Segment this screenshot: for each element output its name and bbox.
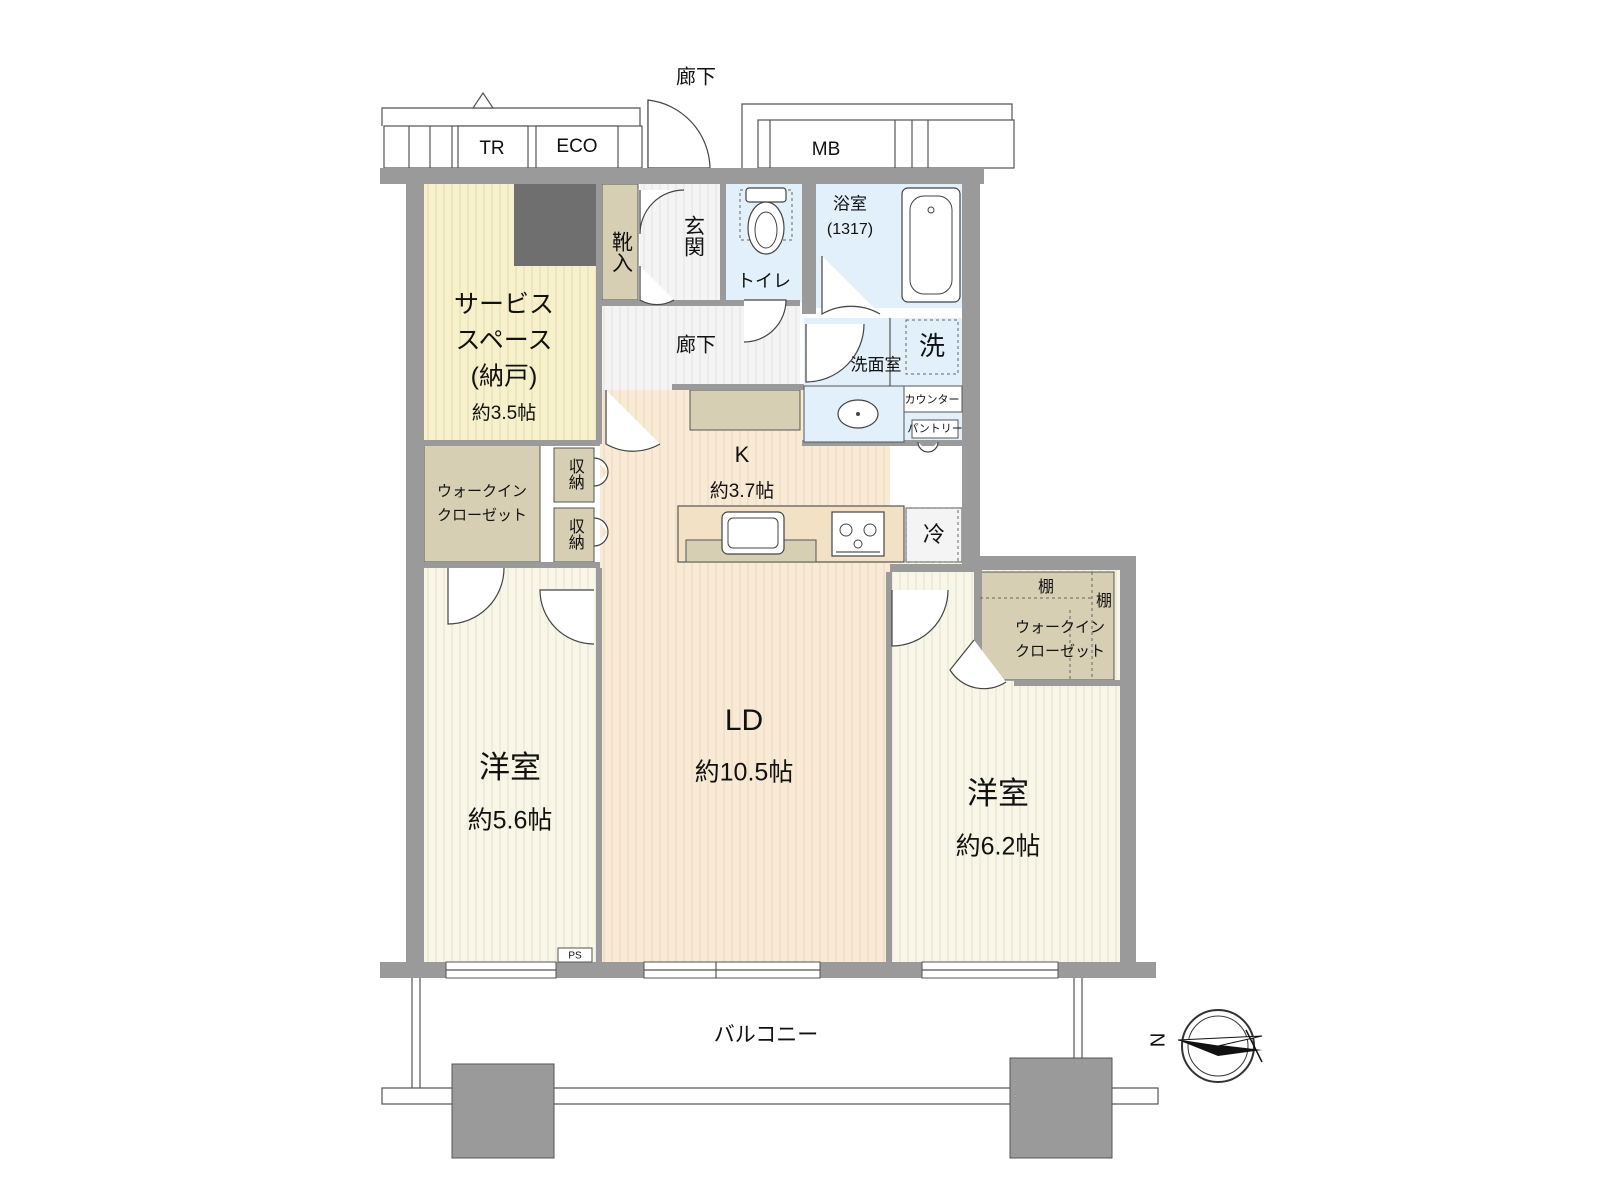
toilet-label: トイレ xyxy=(737,271,791,291)
kitchen-sink-icon xyxy=(721,511,785,555)
pantry-label: パントリー xyxy=(907,422,963,435)
service-space-size: 約3.5帖 xyxy=(472,402,536,424)
tr-label: TR xyxy=(479,138,504,159)
wic-right-label-1: ウォークイン xyxy=(1015,619,1105,636)
ld-size: 約10.5帖 xyxy=(695,759,794,787)
mb-label: MB xyxy=(812,139,841,160)
shelf-label-1: 棚 xyxy=(1038,578,1054,596)
eco-label: ECO xyxy=(556,136,597,157)
bath-size-label: (1317) xyxy=(827,221,873,238)
bathtub-icon xyxy=(901,187,961,303)
compass-icon xyxy=(1177,1009,1263,1083)
balcony xyxy=(381,978,1159,1159)
western-room-left-size: 約5.6帖 xyxy=(468,807,553,835)
stove-icon xyxy=(831,511,885,557)
shelf-label-2: 棚 xyxy=(1096,592,1112,610)
corridor-top-label: 廊下 xyxy=(676,65,716,88)
wash-label: 洗 xyxy=(919,331,945,361)
bath-label: 浴室 xyxy=(833,194,867,213)
kitchen-size: 約3.7帖 xyxy=(710,480,774,502)
doors xyxy=(447,189,1007,690)
service-space-label-3: (納戸) xyxy=(471,363,538,391)
floors xyxy=(424,184,1120,964)
toilet-icon xyxy=(745,187,787,255)
corridor-label: 廊下 xyxy=(676,333,716,356)
service-space-label-1: サービス xyxy=(454,291,554,319)
fridge-label: 冷 xyxy=(923,522,945,547)
service-space-label-2: スペース xyxy=(455,327,552,355)
entrance-door xyxy=(647,99,711,170)
sink-icon xyxy=(837,399,879,429)
balcony-label: バルコニー xyxy=(714,1024,819,1047)
entrance-label: 玄関 xyxy=(681,215,704,257)
wic-right-label-2: クローゼット xyxy=(1015,643,1105,660)
storage-label-2: 収納 xyxy=(566,518,585,551)
kitchen-label: K xyxy=(735,442,750,467)
ld-label: LD xyxy=(725,704,763,737)
labels: 廊下 TR ECO MB 玄関 靴入 トイレ 浴室 (1317) 廊下 洗 洗面… xyxy=(437,65,1168,1047)
shoe-storage-label: 靴入 xyxy=(609,231,633,273)
wic-left-label-1: ウォークイン xyxy=(437,483,527,500)
western-room-right-label: 洋室 xyxy=(967,776,1029,811)
western-room-right-size: 約6.2帖 xyxy=(956,833,1041,861)
storage-label-1: 収納 xyxy=(566,458,585,491)
windows xyxy=(445,947,1059,979)
washroom-label: 洗面室 xyxy=(851,355,902,374)
counter-label: カウンター xyxy=(905,393,960,406)
wic-left-label-2: クローゼット xyxy=(437,507,527,524)
ps-label: PS xyxy=(568,951,582,962)
north-label: N xyxy=(1146,1033,1168,1047)
western-room-left-label: 洋室 xyxy=(479,750,541,785)
